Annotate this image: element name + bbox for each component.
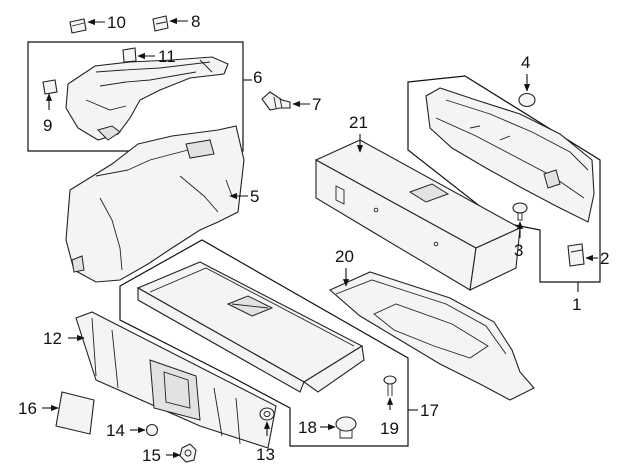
part-15-nut xyxy=(179,443,197,463)
part-16-cover xyxy=(55,391,95,435)
callout-10: 10 xyxy=(107,13,126,32)
part-19-pin xyxy=(383,375,397,396)
callout-5: 5 xyxy=(250,187,259,206)
part-1-scuff-plate xyxy=(425,87,595,223)
callout-9: 9 xyxy=(43,116,52,135)
callout-4: 4 xyxy=(521,53,530,72)
part-18-cap xyxy=(335,416,357,439)
callout-17: 17 xyxy=(420,401,439,420)
part-14-pushpin xyxy=(145,423,159,437)
callout-15: 15 xyxy=(142,446,161,465)
part-9-clip xyxy=(42,79,58,95)
part-21-storage-box xyxy=(314,139,522,291)
callout-18: 18 xyxy=(298,418,317,437)
callout-21: 21 xyxy=(349,113,368,132)
part-7-screw xyxy=(261,91,291,111)
part-2-clip xyxy=(567,243,585,267)
part-13-grommet xyxy=(259,407,275,421)
callout-6: 6 xyxy=(253,68,262,87)
part-6-upper-quarter-trim xyxy=(65,56,229,141)
callout-16: 16 xyxy=(18,399,37,418)
callout-13: 13 xyxy=(256,445,275,464)
callout-14: 14 xyxy=(106,421,125,440)
callout-20: 20 xyxy=(335,247,354,266)
group-box-1 xyxy=(407,75,601,283)
part-4-plug xyxy=(518,92,536,108)
group-box-6 xyxy=(27,41,244,152)
part-3-screw xyxy=(512,202,528,221)
callout-11: 11 xyxy=(158,47,176,66)
callout-8: 8 xyxy=(191,12,200,31)
part-11-clip xyxy=(122,47,137,63)
callout-2: 2 xyxy=(600,249,609,268)
part-5-lower-quarter-trim xyxy=(65,125,245,283)
part-20-floor-mat xyxy=(328,271,535,401)
part-17-load-floor-panel xyxy=(136,261,365,393)
callout-7: 7 xyxy=(312,95,321,114)
callout-1: 1 xyxy=(572,295,581,314)
part-8-clip xyxy=(152,15,169,32)
callout-19: 19 xyxy=(380,419,399,438)
part-10-clip xyxy=(69,18,87,34)
part-12-rear-trim-panel xyxy=(75,311,277,449)
callout-12: 12 xyxy=(43,329,62,348)
group-box-17 xyxy=(119,239,409,447)
callout-3: 3 xyxy=(514,241,523,260)
